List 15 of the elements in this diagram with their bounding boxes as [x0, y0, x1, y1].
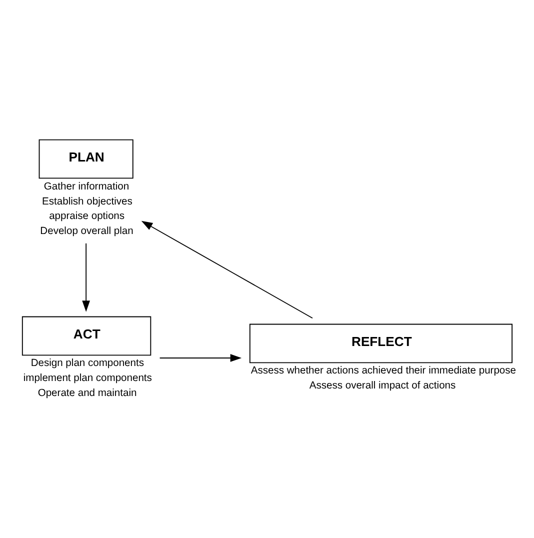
- node-label: Assess overall impact of actions: [309, 380, 456, 392]
- node-label: Assess whether actions achieved their immediate purpose: [250, 365, 516, 376]
- node-box: PLAN: [38, 138, 134, 178]
- node-label: Design plan components: [30, 358, 144, 369]
- node-label: appraise options: [49, 210, 125, 222]
- arrow: [82, 242, 90, 312]
- node-label: Operate and maintain: [38, 388, 137, 399]
- node-label: implement plan components: [23, 372, 152, 384]
- node-box: REFLECT: [249, 323, 513, 363]
- node-box: ACT: [22, 316, 152, 356]
- arrow: [141, 220, 313, 318]
- arrow: [159, 354, 242, 362]
- node-label: Establish objectives: [42, 196, 132, 207]
- node-label: Gather information: [44, 180, 130, 192]
- node-label: Develop overall plan: [40, 226, 134, 237]
